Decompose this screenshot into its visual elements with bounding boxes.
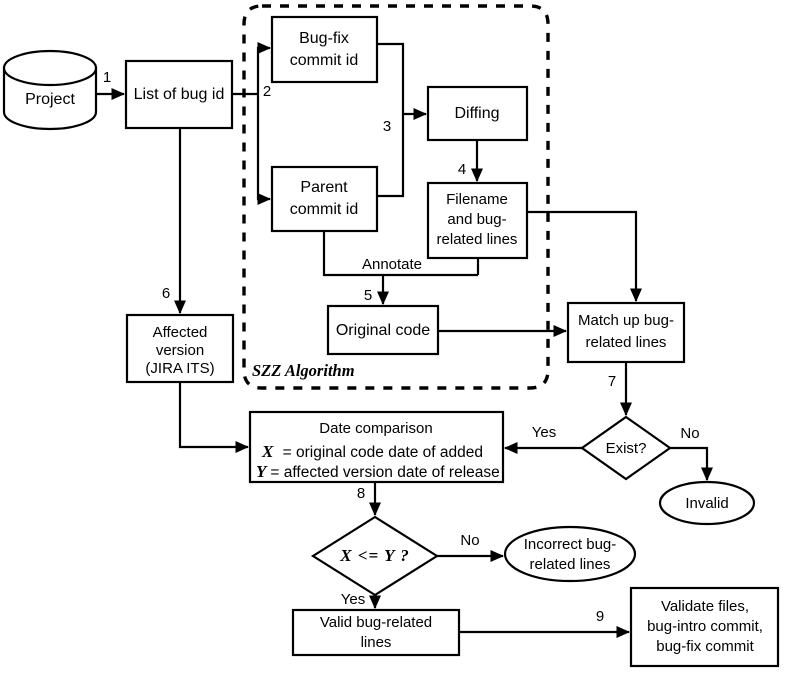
node-invalid-label: Invalid — [685, 495, 728, 512]
node-validate-files-line2: bug-intro commit, — [647, 618, 763, 635]
edge-label-exist-yes: Yes — [532, 424, 556, 441]
date-comparison-y-symbol: Y — [256, 462, 268, 481]
node-date-comparison-line1: Date comparison — [319, 420, 432, 437]
node-xy-decision: X <= Y ? — [310, 515, 440, 597]
node-date-comparison-x-line: X = original code date of added — [261, 442, 483, 461]
node-match-up-line2: related lines — [586, 334, 667, 351]
node-diffing-label: Diffing — [454, 105, 499, 122]
edge-label-9: 9 — [596, 608, 604, 625]
date-comparison-y-definition: = affected version date of release — [270, 464, 499, 481]
node-xy-decision-label: X <= Y ? — [339, 546, 409, 565]
edge-label-4: 4 — [458, 161, 466, 178]
node-validate-files-line1: Validate files, — [661, 598, 749, 615]
edge-label-xy-no: No — [460, 532, 479, 549]
node-bug-list-label: List of bug id — [134, 86, 225, 103]
edge-exist-no-to-invalid — [670, 446, 714, 482]
szz-group-label: SZZ Algorithm — [252, 361, 355, 380]
node-filename-lines-line3: related lines — [437, 231, 518, 248]
node-filename-lines-line2: and bug- — [447, 211, 506, 228]
edge-bug-list-to-bugfix — [256, 41, 272, 94]
edge-label-5: 5 — [364, 287, 372, 304]
edge-label-1: 1 — [103, 69, 111, 86]
node-affected-version-line2: version — [156, 342, 204, 359]
node-parent-commit-line1: Parent — [300, 179, 348, 196]
edge-label-2: 2 — [263, 83, 271, 100]
node-affected-version-line3: (JIRA ITS) — [145, 360, 214, 377]
node-incorrect-lines-line2: related lines — [530, 556, 611, 573]
node-validate-files: Validate files, bug-intro commit, bug-fi… — [629, 586, 780, 668]
node-project-label: Project — [25, 91, 75, 108]
node-exist-decision: Exist? — [580, 415, 672, 481]
node-parent-commit: Parent commit id — [270, 165, 379, 233]
node-affected-version-line1: Affected — [153, 324, 208, 341]
node-parent-commit-line2: commit id — [290, 201, 358, 218]
node-exist-decision-label: Exist? — [606, 440, 647, 457]
node-incorrect-lines: Incorrect bug- related lines — [503, 525, 637, 583]
edge-affected-version-to-date-comparison — [178, 382, 250, 454]
edge-label-exist-no: No — [680, 425, 699, 442]
edge-parent-to-annotate — [322, 231, 478, 277]
node-valid-lines: Valid bug-related lines — [291, 608, 461, 657]
node-bugfix-commit-line2: commit id — [290, 52, 358, 69]
node-project: Project — [2, 49, 98, 131]
node-match-up-line1: Match up bug- — [578, 312, 674, 329]
edge-bugfix-to-diffing-junction — [377, 42, 405, 114]
szz-group-boundary — [242, 4, 550, 390]
node-bug-list: List of bug id — [124, 59, 234, 130]
node-incorrect-lines-line1: Incorrect bug- — [524, 536, 617, 553]
edge-filename-to-match-up — [527, 210, 643, 303]
node-bugfix-commit: Bug-fix commit id — [270, 15, 379, 84]
date-comparison-x-symbol: X — [261, 442, 274, 461]
edge-parent-to-diffing-junction — [377, 114, 405, 198]
node-valid-lines-line2: lines — [361, 634, 392, 651]
edge-label-3: 3 — [383, 118, 391, 135]
node-validate-files-line3: bug-fix commit — [656, 638, 754, 655]
node-filename-lines-line1: Filename — [446, 191, 508, 208]
node-diffing: Diffing — [426, 85, 529, 142]
node-date-comparison: Date comparison X = original code date o… — [248, 410, 505, 484]
node-invalid: Invalid — [658, 480, 756, 526]
node-affected-version: Affected version (JIRA ITS) — [125, 313, 235, 384]
edge-label-annotate: Annotate — [362, 256, 422, 273]
node-valid-lines-line1: Valid bug-related — [320, 614, 432, 631]
edge-bug-list-to-parent — [256, 94, 272, 206]
edge-label-8: 8 — [357, 485, 365, 502]
node-original-code: Original code — [326, 304, 440, 356]
node-match-up: Match up bug- related lines — [566, 301, 686, 364]
node-filename-lines: Filename and bug- related lines — [426, 181, 529, 260]
date-comparison-x-definition: = original code date of added — [278, 444, 483, 461]
node-original-code-label: Original code — [336, 322, 430, 339]
edge-label-7: 7 — [608, 373, 616, 390]
node-date-comparison-y-line: Y= affected version date of release — [256, 462, 500, 481]
node-bugfix-commit-line1: Bug-fix — [299, 30, 349, 47]
edge-label-6: 6 — [162, 285, 170, 302]
edge-label-xy-yes: Yes — [341, 591, 365, 608]
